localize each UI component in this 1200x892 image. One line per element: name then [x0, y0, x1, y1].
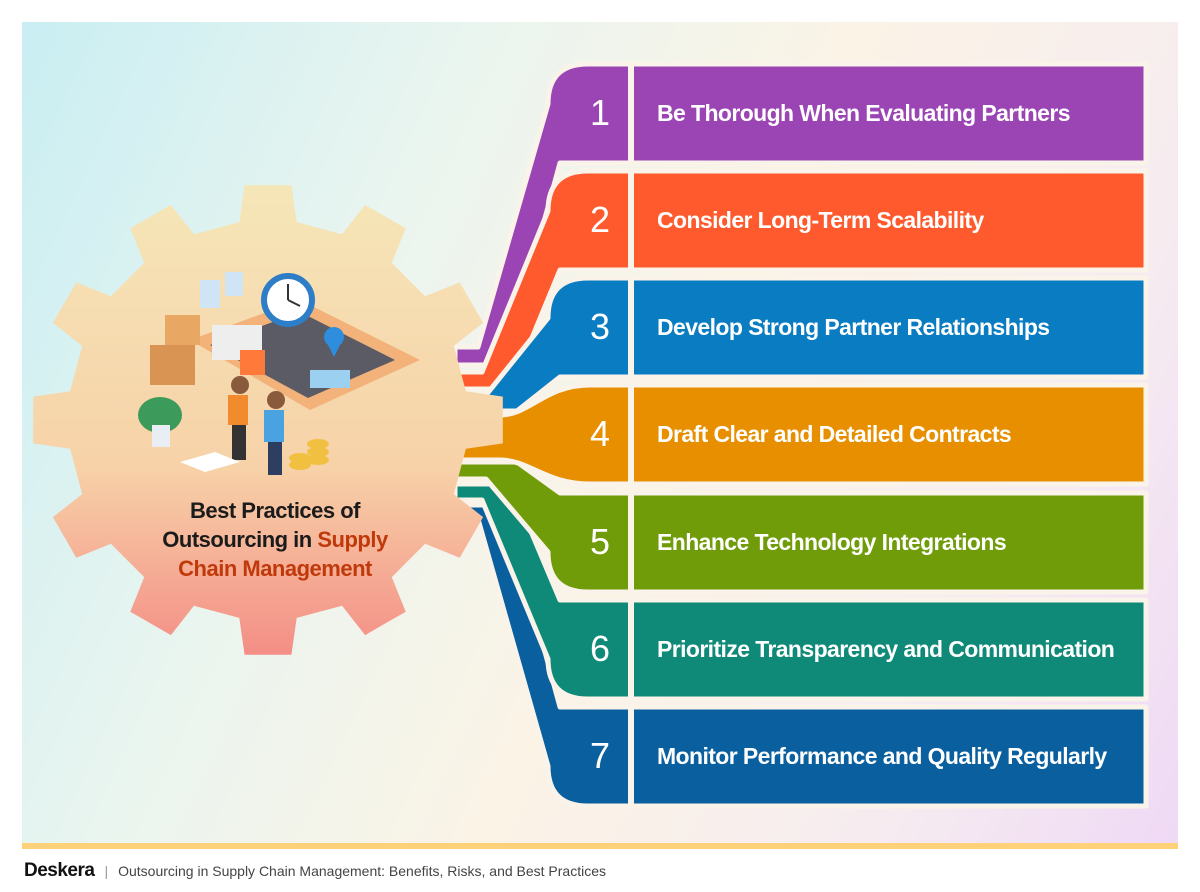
footer: Deskera | Outsourcing in Supply Chain Ma… [24, 860, 606, 882]
gear-title: Best Practices of Outsourcing in Supply … [110, 496, 440, 583]
brand-logo: Deskera [24, 860, 95, 881]
step-number: 1 [589, 92, 611, 133]
step-label: Be Thorough When Evaluating Partners [657, 100, 1070, 126]
accent-bar [22, 843, 1178, 849]
step-number: 2 [589, 199, 611, 240]
title-line3: Chain Management [178, 556, 372, 581]
step-label: Prioritize Transparency and Communicatio… [657, 636, 1115, 662]
ribbon-7 [452, 502, 1149, 809]
title-highlight: Supply [317, 527, 388, 552]
step-label: Enhance Technology Integrations [657, 529, 1007, 555]
step-number: 5 [589, 521, 611, 562]
title-line2: Outsourcing in [162, 527, 318, 552]
footer-separator: | [104, 863, 109, 879]
title-line1: Best Practices of [189, 498, 361, 523]
step-label: Develop Strong Partner Relationships [657, 314, 1050, 340]
ribbons [452, 61, 1149, 809]
step-number: 6 [589, 628, 611, 669]
ribbon-4 [452, 382, 1149, 487]
step-number: 3 [589, 306, 611, 347]
ribbon-2 [452, 168, 1149, 392]
supply-chain-illustration [138, 272, 420, 475]
step-number: 4 [589, 413, 611, 454]
step-label: Draft Clear and Detailed Contracts [657, 421, 1012, 447]
ribbon-1 [452, 61, 1149, 368]
ribbon-5 [452, 459, 1149, 595]
ribbon-6 [452, 481, 1149, 702]
ribbon-3 [452, 275, 1149, 414]
step-number: 7 [589, 735, 611, 776]
step-label: Monitor Performance and Quality Regularl… [657, 743, 1107, 769]
step-label: Consider Long-Term Scalability [657, 207, 984, 233]
footer-subtitle: Outsourcing in Supply Chain Management: … [118, 863, 607, 879]
